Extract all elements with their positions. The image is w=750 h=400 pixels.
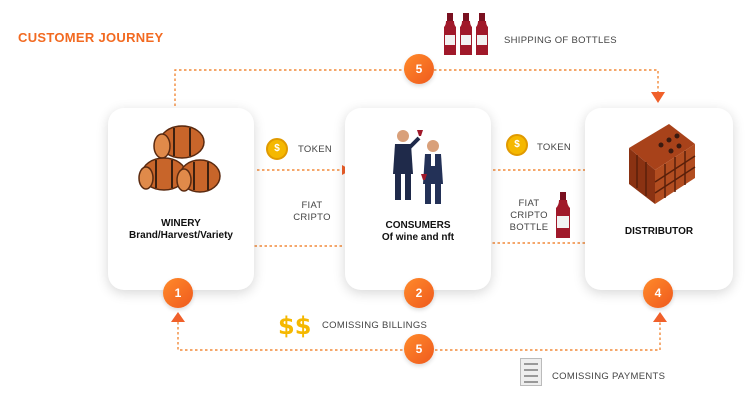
document-icon bbox=[520, 358, 542, 386]
wine-rack-icon bbox=[629, 124, 696, 204]
crypto-line: CRIPTO bbox=[293, 212, 331, 223]
coin-icon: $ bbox=[266, 138, 288, 160]
payments-label: COMISSING PAYMENTS bbox=[552, 371, 666, 382]
shipping-label: SHIPPING OF BOTTLES bbox=[504, 35, 617, 46]
fiat-line: FIAT bbox=[518, 198, 540, 209]
distributor-title: DISTRIBUTOR bbox=[624, 226, 694, 237]
consumers-subtitle: Of wine and nft bbox=[381, 232, 455, 243]
winery-card: WINERY Brand/Harvest/Variety bbox=[108, 108, 254, 290]
arrowhead-distributor-top bbox=[651, 92, 665, 103]
winery-subtitle: Brand/Harvest/Variety bbox=[129, 230, 233, 241]
dollar-signs-icon: $$ bbox=[278, 312, 312, 340]
distributor-card: DISTRIBUTOR bbox=[585, 108, 733, 290]
consumers-title: CONSUMERS bbox=[385, 220, 451, 231]
distributor-step-badge: 4 bbox=[643, 278, 673, 308]
fiat-crypto-label: FIAT CRIPTO bbox=[290, 200, 334, 224]
diagram-title: CUSTOMER JOURNEY bbox=[18, 30, 164, 45]
coin-icon: $ bbox=[506, 134, 528, 156]
billing-step-badge: 5 bbox=[404, 334, 434, 364]
winery-step-badge: 1 bbox=[163, 278, 193, 308]
bottle-line: BOTTLE bbox=[509, 222, 549, 233]
fiat-line: FIAT bbox=[301, 200, 323, 211]
consumers-step-badge: 2 bbox=[404, 278, 434, 308]
token-label-2: TOKEN bbox=[537, 142, 572, 153]
fiat-crypto-bottle-label: FIAT CRIPTO BOTTLE bbox=[504, 198, 554, 234]
token-label-1: TOKEN bbox=[298, 144, 333, 155]
wine-barrels-icon bbox=[138, 125, 221, 193]
crypto-line: CRIPTO bbox=[510, 210, 548, 221]
shipping-step-badge: 5 bbox=[404, 54, 434, 84]
arrowhead-distributor-bottom bbox=[653, 312, 667, 322]
billings-label: COMISSING BILLINGS bbox=[322, 320, 428, 331]
wine-bottles-icon bbox=[444, 13, 488, 55]
wine-bottle-icon bbox=[556, 192, 570, 238]
people-toasting-icon bbox=[393, 130, 443, 204]
consumers-card: CONSUMERS Of wine and nft bbox=[345, 108, 491, 290]
winery-title: WINERY bbox=[161, 218, 201, 229]
arrowhead-winery-bottom bbox=[171, 312, 185, 322]
